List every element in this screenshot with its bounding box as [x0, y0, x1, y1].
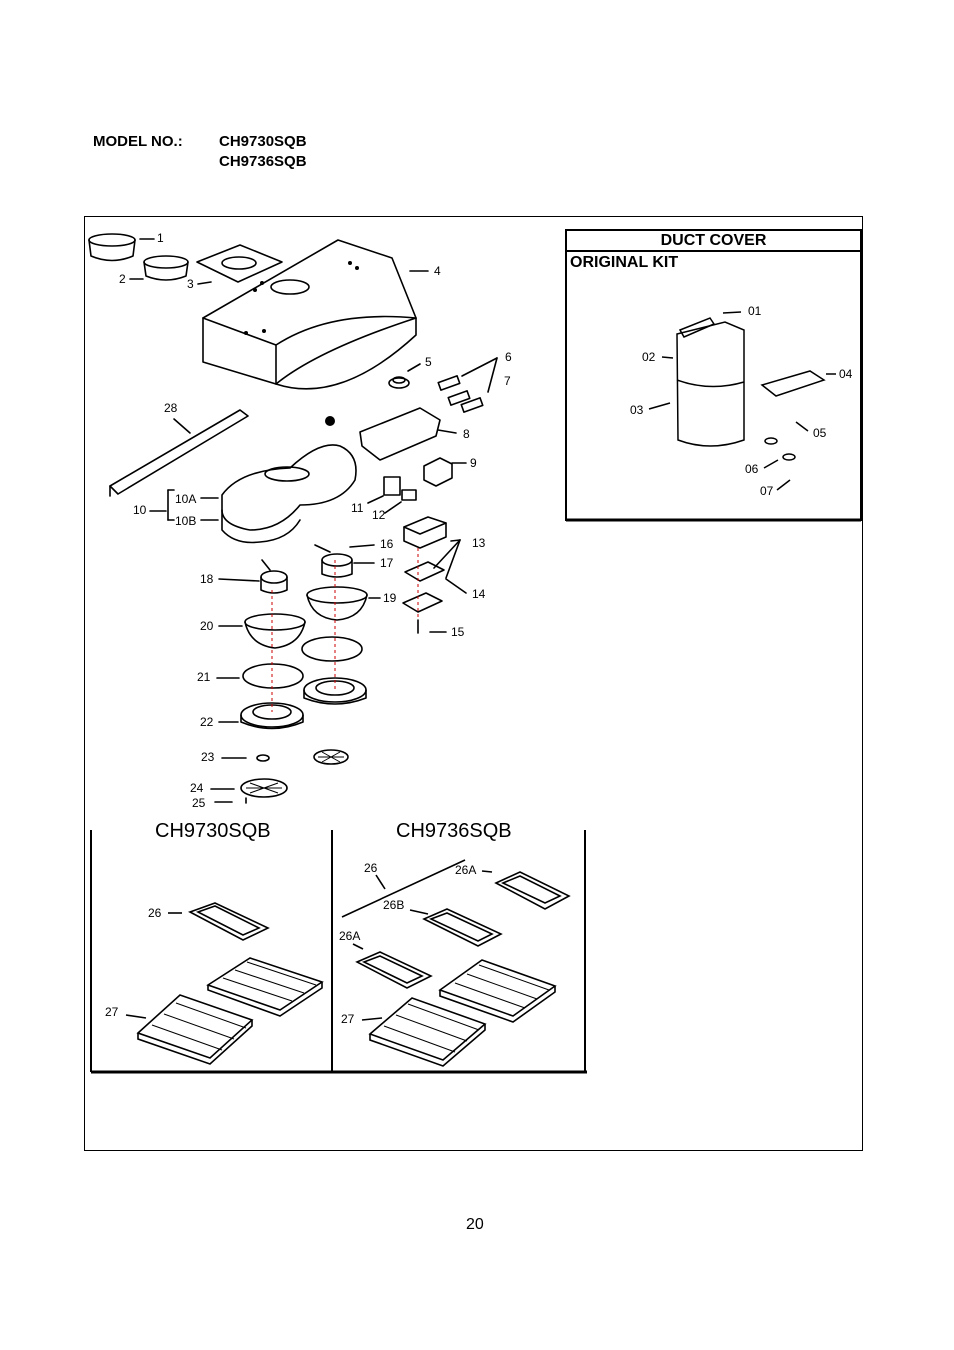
part-2-damper	[129, 255, 189, 281]
part-label-22: 22	[200, 715, 214, 729]
duct-part-07: 07	[760, 484, 774, 498]
part-label-23: 23	[201, 750, 215, 764]
part-label-9: 9	[470, 456, 477, 470]
part-22-rings	[218, 677, 367, 730]
part-11-12	[367, 476, 417, 514]
filter-right-26a-top: 26A	[455, 863, 477, 877]
duct-part-04: 04	[839, 367, 853, 381]
part-label-10a: 10A	[175, 492, 197, 506]
part-24-25-grille	[210, 778, 288, 804]
part-label-15: 15	[451, 625, 465, 639]
duct-cover-subtitle: ORIGINAL KIT	[570, 254, 679, 271]
part-4-hood-body	[202, 239, 429, 390]
filter-right-26: 26	[364, 861, 378, 875]
part-label-4: 4	[434, 264, 441, 278]
part-10-fan-housing	[149, 444, 357, 544]
part-label-17: 17	[380, 556, 394, 570]
duct-part-05: 05	[813, 426, 827, 440]
part-label-2: 2	[119, 272, 126, 286]
part-8-board	[359, 407, 457, 461]
duct-part-02: 02	[642, 350, 656, 364]
diagram-frame	[84, 216, 863, 1151]
part-23-cap	[221, 749, 349, 765]
part-28-rail	[109, 409, 249, 497]
filters-panel	[90, 830, 587, 1074]
duct-cover-title: DUCT COVER	[660, 232, 767, 249]
part-label-24: 24	[190, 781, 204, 795]
part-label-25: 25	[192, 796, 206, 810]
part-label-7: 7	[504, 374, 511, 388]
duct-part-03: 03	[630, 403, 644, 417]
page-number: 20	[466, 1216, 484, 1233]
part-label-21: 21	[197, 670, 211, 684]
part-label-1: 1	[157, 231, 164, 245]
part-21-rings	[216, 636, 363, 689]
part-9-box	[423, 457, 467, 487]
filter-right-26a-bottom: 26A	[339, 929, 361, 943]
part-label-19: 19	[383, 591, 397, 605]
part-label-13: 13	[472, 536, 486, 550]
part-5-knob	[388, 363, 421, 389]
part-label-20: 20	[200, 619, 214, 633]
part-label-10b: 10B	[175, 514, 197, 528]
part-label-8: 8	[463, 427, 470, 441]
part-17-motor	[314, 544, 375, 578]
filter-right-27: 27	[341, 1012, 355, 1026]
duct-part-06: 06	[745, 462, 759, 476]
filter-left-27: 27	[105, 1005, 119, 1019]
duct-part-01: 01	[748, 304, 762, 318]
filter-right-26b: 26B	[383, 898, 405, 912]
part-label-12: 12	[372, 508, 386, 522]
part-19-20-blowers	[218, 586, 381, 649]
model-number-1: CH9730SQB	[219, 133, 307, 150]
part-18-motor	[218, 559, 288, 594]
part-label-5: 5	[425, 355, 432, 369]
part-label-18: 18	[200, 572, 214, 586]
part-label-16: 16	[380, 537, 394, 551]
part-6-7-switches	[437, 357, 498, 413]
part-1-collar	[88, 233, 155, 262]
part-label-3: 3	[187, 277, 194, 291]
part-3-plate	[196, 244, 283, 285]
model-number-2: CH9736SQB	[219, 153, 307, 170]
filter-model-right: CH9736SQB	[396, 820, 512, 842]
part-label-11: 11	[351, 501, 364, 515]
model-label: MODEL NO.:	[93, 133, 183, 150]
part-label-14: 14	[472, 587, 486, 601]
duct-cover-panel	[565, 229, 862, 522]
part-13-14-15	[402, 516, 467, 634]
part-label-28: 28	[164, 401, 178, 415]
filter-model-left: CH9730SQB	[155, 820, 271, 842]
part-label-10: 10	[133, 503, 147, 517]
filter-left-26: 26	[148, 906, 162, 920]
part-label-6: 6	[505, 350, 512, 364]
